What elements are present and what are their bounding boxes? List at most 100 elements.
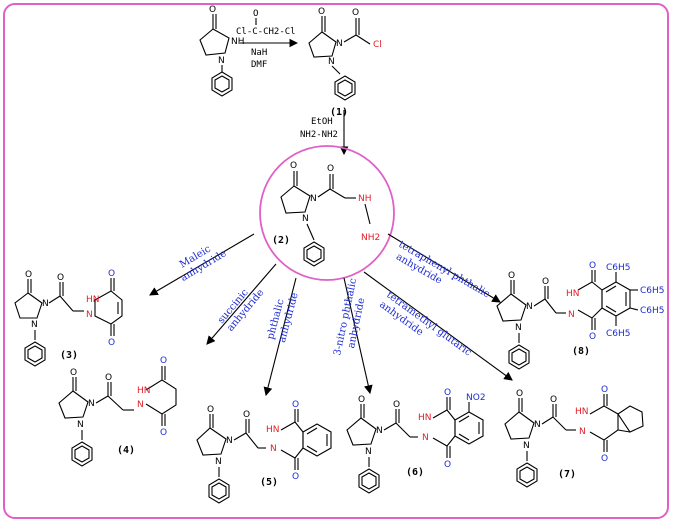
compound-3: O N N O O O HN N (3) — [14, 269, 123, 367]
compound-7: O N N O O O HN N (7) — [504, 385, 644, 488]
oxygen-label: O — [292, 400, 299, 410]
reagent-line: Cl-C-CH2-Cl — [236, 27, 296, 37]
oxygen-label: O — [209, 5, 216, 15]
compound-6: O N N O O O NO2 HN N (6) — [346, 388, 486, 494]
compound-1-label: (1) — [330, 107, 348, 118]
phenyl-label: C6H5 — [640, 306, 665, 316]
oxygen-label: O — [601, 385, 608, 395]
route-label: tetramethyl glutaric — [384, 290, 473, 359]
arrow-to-4 — [206, 263, 277, 345]
reagent-line: NH2-NH2 — [300, 130, 338, 140]
n-label: N — [42, 299, 49, 309]
arrow-to-7 — [363, 271, 513, 381]
compound-5-label: (5) — [260, 477, 278, 488]
n-label: N — [215, 457, 222, 467]
oxygen-label: O — [516, 389, 523, 399]
oxygen-label: O — [542, 277, 549, 287]
arrow-to-3 — [149, 233, 255, 296]
chlorine-label: Cl — [373, 40, 382, 50]
oxygen-label: O — [444, 388, 451, 398]
oxygen-label: O — [358, 395, 365, 405]
oxygen-label: O — [160, 428, 167, 438]
n-label: N — [336, 39, 343, 49]
n-label: N — [328, 57, 335, 67]
compound-5: O N N O O O HN N (5) — [196, 400, 332, 504]
oxygen-label: O — [292, 472, 299, 482]
oxygen-label: O — [550, 395, 557, 405]
oxygen-label: O — [327, 164, 334, 174]
compound-7-label: (7) — [558, 469, 576, 480]
phenyl-label: C6H5 — [606, 263, 631, 273]
oxygen-label: O — [25, 270, 32, 280]
arrow-to-5 — [263, 277, 297, 397]
oxygen-label: O — [108, 338, 115, 348]
hn-label: HN — [137, 386, 151, 396]
oxygen-label: O — [207, 405, 214, 415]
n-label: N — [579, 427, 586, 437]
oxygen-label: O — [601, 454, 608, 464]
oxygen-label: O — [243, 410, 250, 420]
compound-8: O N N O O O C6H5 C6H5 C6H5 C6H5 HN N (8) — [496, 261, 665, 370]
reagent-line: DMF — [251, 60, 267, 70]
n-label: N — [88, 399, 95, 409]
route-phthalic: phthalic anhydride — [265, 292, 300, 344]
oxygen-label: O — [444, 460, 451, 470]
hn-label: HN — [566, 289, 580, 299]
n-label: N — [270, 444, 277, 454]
n-label: N — [365, 447, 372, 457]
hn-label: HN — [418, 413, 432, 423]
reagent-line: EtOH — [311, 117, 333, 127]
reagent-line: O — [253, 9, 258, 19]
nh-label: NH — [231, 37, 245, 47]
nh2-label: NH2 — [361, 233, 380, 243]
nh-label: NH — [358, 194, 372, 204]
n-label: N — [534, 420, 541, 430]
arrow-to-8 — [387, 233, 501, 303]
oxygen-label: O — [589, 261, 596, 271]
compound-3-label: (3) — [60, 350, 78, 361]
oxygen-label: O — [318, 7, 325, 17]
n-label: N — [526, 302, 533, 312]
reagent-line: NaH — [251, 48, 267, 58]
compound-6-label: (6) — [406, 467, 424, 478]
oxygen-label: O — [160, 356, 167, 366]
hn-label: HN — [266, 425, 280, 435]
oxygen-label: O — [508, 271, 515, 281]
n-label: N — [568, 310, 575, 320]
scheme-frame — [3, 3, 669, 519]
route-nitro: 3-nitro phthalic anhydride — [332, 277, 367, 357]
oxygen-label: O — [589, 332, 596, 342]
n-label: N — [77, 420, 84, 430]
compound-2: O N N O NH NH2 (2) — [272, 161, 380, 267]
starting-material: O NH N — [199, 5, 245, 97]
n-label: N — [523, 441, 530, 451]
compound-1: O N N O Cl (1) — [308, 7, 382, 118]
oxygen-label: O — [393, 400, 400, 410]
n-label: N — [86, 310, 93, 320]
n-label: N — [376, 426, 383, 436]
hn-label: HN — [575, 407, 589, 417]
route-maleic: Maleic anhydride — [178, 243, 229, 284]
hn-label: HN — [86, 295, 100, 305]
phenyl-label: C6H5 — [640, 286, 665, 296]
compound-8-label: (8) — [572, 346, 590, 357]
compound-2-label: (2) — [272, 235, 290, 246]
route-glutaric: tetramethyl glutaric anhydride — [377, 290, 474, 359]
n-label: N — [515, 323, 522, 333]
oxygen-label: O — [57, 273, 64, 283]
route-succinic: succinic anhydride — [216, 287, 267, 334]
oxygen-label: O — [290, 161, 297, 171]
step1-reagents: O Cl-C-CH2-Cl NaH DMF — [236, 9, 296, 70]
oxygen-label: O — [108, 269, 115, 279]
n-label: N — [137, 400, 144, 410]
step2-reagents: EtOH NH2-NH2 — [300, 117, 338, 140]
nitro-label: NO2 — [466, 393, 486, 403]
compound-4: O N N O O O HN N (4) — [58, 356, 177, 467]
compound-4-label: (4) — [117, 445, 135, 456]
compound-2-highlight — [259, 145, 395, 281]
n-label: N — [422, 433, 429, 443]
oxygen-label: O — [70, 368, 77, 378]
arrow-to-6 — [343, 277, 373, 395]
n-label: N — [310, 194, 317, 204]
